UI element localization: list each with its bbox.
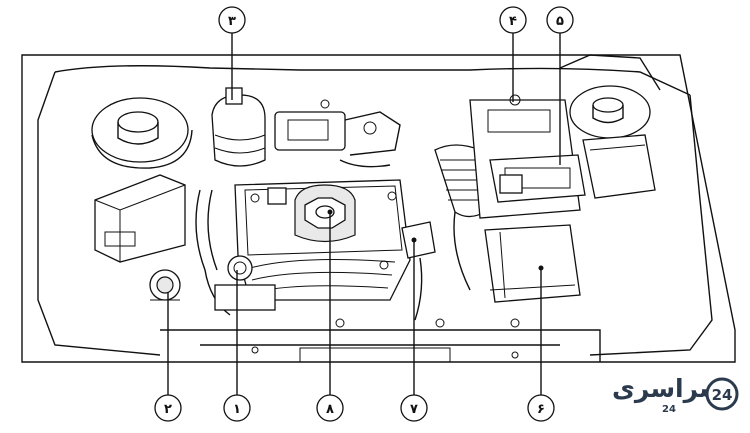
- svg-text:۴: ۴: [509, 14, 517, 29]
- engine-block: [234, 179, 411, 301]
- watermark-badge-icon: 24: [705, 377, 739, 411]
- callout-leaders: [167, 33, 561, 395]
- callout-4: ۴: [499, 6, 527, 34]
- svg-text:۲: ۲: [164, 402, 172, 417]
- svg-text:۷: ۷: [410, 402, 418, 417]
- svg-text:۸: ۸: [326, 402, 334, 417]
- callout-5: ۵: [546, 6, 574, 34]
- site-watermark: سراسری 24 24: [612, 372, 740, 422]
- svg-text:۱: ۱: [233, 402, 241, 417]
- washer-fluid-cap: [149, 269, 181, 301]
- battery: [469, 94, 586, 219]
- air-filter-box: [484, 224, 581, 303]
- engine-bay-outline: [21, 54, 736, 363]
- callout-8: ۸: [316, 394, 344, 422]
- coolant-reservoir: [211, 87, 266, 167]
- svg-text:24: 24: [712, 386, 733, 404]
- svg-text:۵: ۵: [556, 14, 564, 29]
- callout-3: ۳: [218, 6, 246, 34]
- callout-1: ۱: [223, 394, 251, 422]
- callout-2: ۲: [154, 394, 182, 422]
- dipstick-area: [195, 189, 276, 316]
- top-middle-components: [274, 99, 401, 168]
- watermark-text: سراسری: [612, 374, 724, 403]
- throttle-sensor: [401, 221, 436, 321]
- left-fuse-box: [94, 174, 186, 263]
- right-control-box: [582, 134, 656, 199]
- watermark-sub: 24: [662, 404, 676, 415]
- callout-6: ۶: [527, 394, 555, 422]
- callout-7: ۷: [400, 394, 428, 422]
- left-strut-tower: [91, 97, 193, 169]
- svg-text:۳: ۳: [228, 14, 236, 29]
- svg-text:۶: ۶: [537, 402, 545, 417]
- right-strut-tower: [569, 85, 651, 139]
